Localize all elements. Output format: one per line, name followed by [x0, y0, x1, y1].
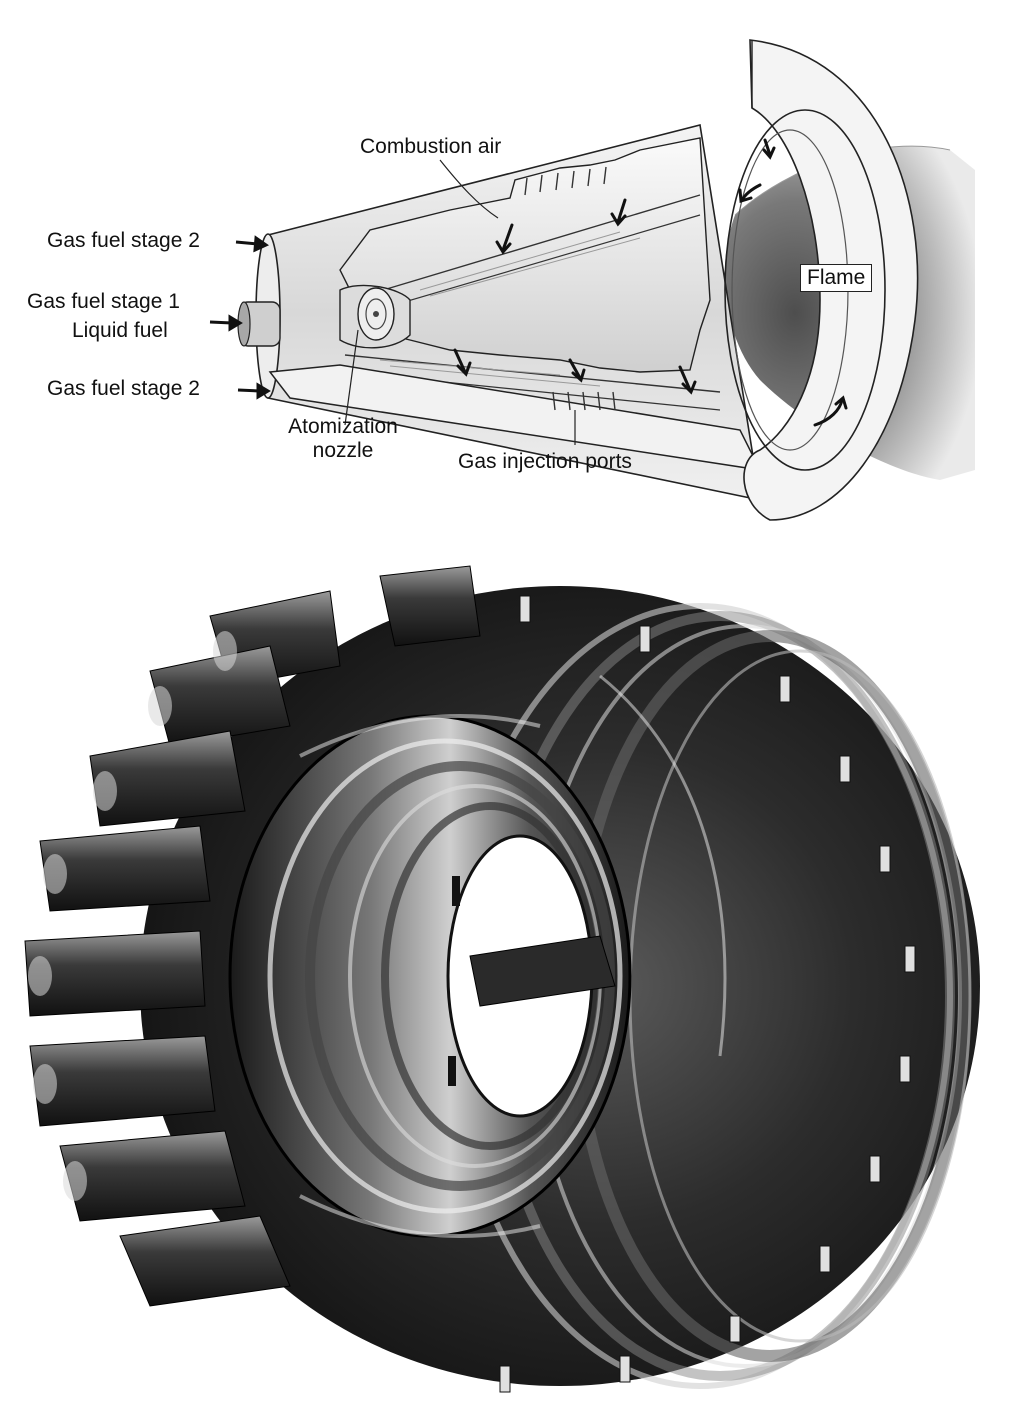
- label-liquid-fuel: Liquid fuel: [72, 319, 168, 342]
- airflow-arrows: [453, 138, 848, 427]
- label-gas-fuel-stage2-top: Gas fuel stage 2: [47, 229, 200, 252]
- label-flame: Flame: [800, 264, 873, 292]
- fuel-nozzle-cans: [24, 565, 481, 1307]
- injection-port-arrows: [524, 166, 616, 411]
- label-atomization-line1: Atomization: [288, 415, 398, 438]
- annular-combustor-photo: [24, 565, 980, 1393]
- label-gas-fuel-stage1: Gas fuel stage 1: [27, 290, 180, 313]
- combustor-cutaway-illustration: [209, 39, 975, 521]
- atomization-nozzle-body: [237, 284, 411, 349]
- outer-rim-lugs: [499, 595, 916, 1393]
- label-atomization-nozzle: Atomization nozzle: [277, 415, 409, 463]
- leader-lines: [344, 159, 576, 445]
- metal-highlights: [299, 674, 727, 1238]
- label-gas-injection-ports: Gas injection ports: [458, 450, 632, 473]
- label-combustion-air: Combustion air: [360, 135, 502, 158]
- lower-gas-jacket: [268, 364, 762, 471]
- center-bore: [446, 834, 616, 1118]
- label-arrows: [209, 235, 271, 400]
- label-gas-fuel-stage2-bottom: Gas fuel stage 2: [47, 377, 200, 400]
- label-atomization-line2: nozzle: [312, 439, 374, 462]
